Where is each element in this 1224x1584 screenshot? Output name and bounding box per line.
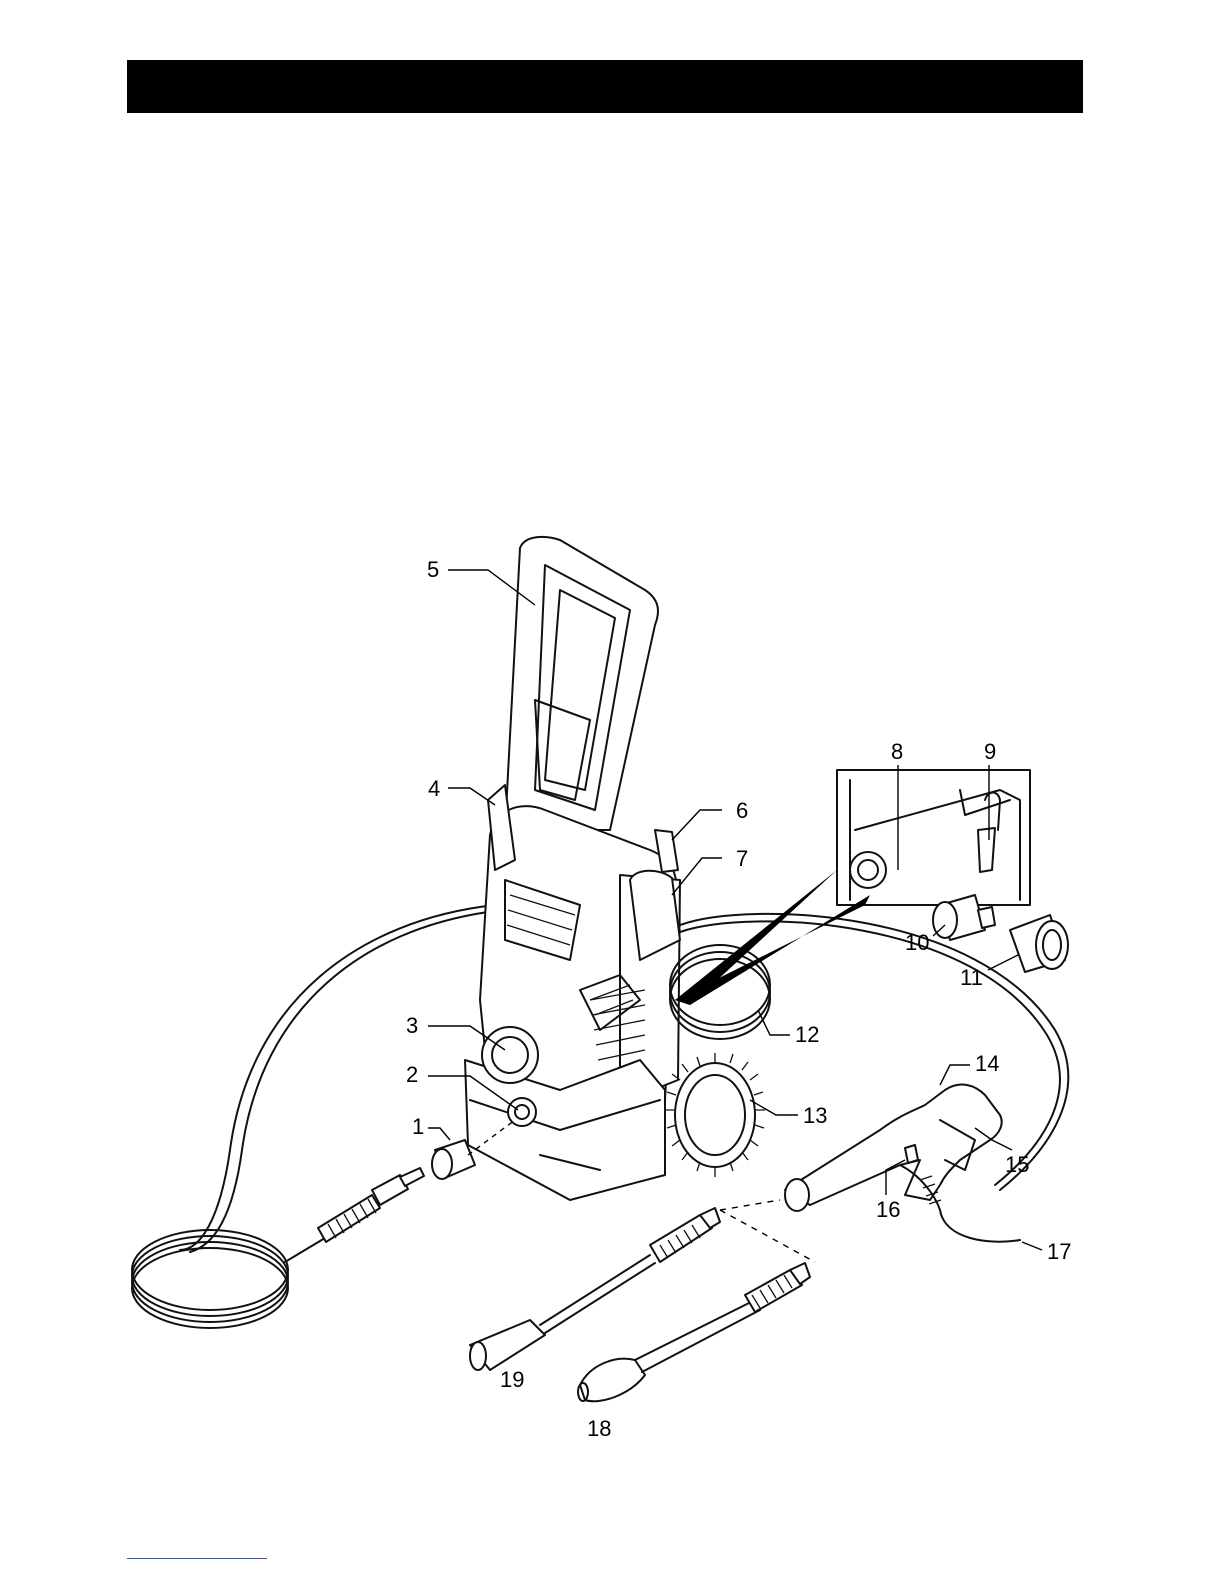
footer-rule xyxy=(127,1558,267,1559)
callout-11: 11 xyxy=(960,965,983,990)
callout-1: 1 xyxy=(412,1114,424,1139)
callout-9: 9 xyxy=(984,739,996,764)
water-inlet-coupling xyxy=(933,895,995,940)
callout-14: 14 xyxy=(975,1051,999,1076)
callout-6: 6 xyxy=(736,798,748,823)
spray-lance-19 xyxy=(470,1208,720,1370)
hose-connector xyxy=(318,1168,424,1242)
callout-5: 5 xyxy=(427,557,439,582)
callout-15: 15 xyxy=(1005,1152,1029,1177)
garden-hose-connector xyxy=(1010,915,1068,972)
callout-10: 10 xyxy=(905,930,929,955)
callout-13: 13 xyxy=(803,1103,827,1128)
callout-19: 19 xyxy=(500,1367,524,1392)
callout-7: 7 xyxy=(736,846,748,871)
pressure-washer-body xyxy=(432,537,680,1200)
callout-3: 3 xyxy=(406,1013,418,1038)
callout-4: 4 xyxy=(428,776,440,801)
high-pressure-hose xyxy=(132,905,495,1328)
callout-16: 16 xyxy=(876,1197,900,1222)
callout-17: 17 xyxy=(1047,1239,1071,1264)
callout-18: 18 xyxy=(587,1416,611,1441)
callout-8: 8 xyxy=(891,739,903,764)
spray-lance-18 xyxy=(578,1263,810,1401)
callout-2: 2 xyxy=(406,1062,418,1087)
callout-12: 12 xyxy=(795,1022,819,1047)
wheel xyxy=(665,1053,765,1177)
